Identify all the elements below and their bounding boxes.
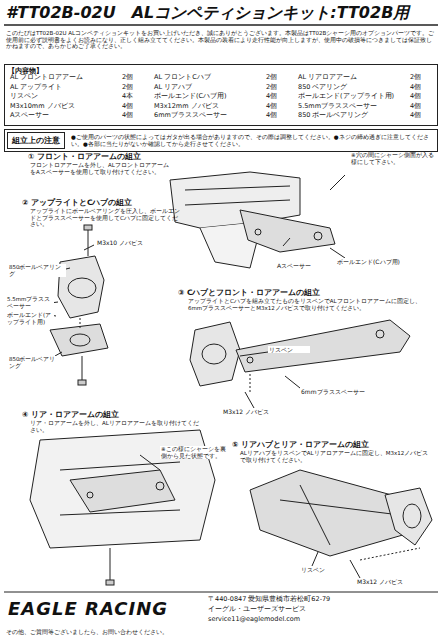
label-text: ※穴の間にシャーシ側面が入る様にして下さい。 xyxy=(350,152,438,165)
caution-box: 組立上の注意●ご使用のパーツの状態によってはガタが出る場合がありますので、その際… xyxy=(4,129,438,152)
table-cell: 4個 xyxy=(410,103,436,111)
label-text: 850ボールベアリング xyxy=(8,356,60,369)
table-cell: 5.5mmブラススペーサー xyxy=(298,103,406,111)
table-cell: 4本 xyxy=(122,93,148,101)
table-cell: M3x12mm ノバビス xyxy=(154,103,262,111)
table-cell: AL アップライト xyxy=(10,84,118,92)
label-text: M3x10 ノバビス xyxy=(96,239,168,246)
box-note: ●ご使用のパーツの状態によってはガタが出る場合がありますので、その際は調整してく… xyxy=(67,133,437,149)
table-cell: 2個 xyxy=(266,84,292,92)
label-text: 〒440-0847 愛知県豊橋市若松町62-79 xyxy=(208,596,438,604)
step-heading: ⑤ リアハブとリア・ロアアームの組立 xyxy=(232,440,432,449)
table-cell: AL フロントロアアーム xyxy=(10,74,118,82)
label-text: イーグル・ユーザーズサービス xyxy=(208,606,438,614)
table-cell: M3x10mm ノバビス xyxy=(10,103,118,111)
table-cell: 4個 xyxy=(122,103,148,111)
label-text: リスペン xyxy=(268,346,310,353)
table-cell: 4個 xyxy=(266,112,292,120)
table-cell: 2個 xyxy=(410,74,436,82)
table-cell: ボールエンド(アップライト用) xyxy=(298,93,406,101)
table-cell: 4個 xyxy=(410,93,436,101)
box-heading: 組立上の注意 xyxy=(7,132,65,149)
label-text: 6mmブラススペーサー xyxy=(300,388,382,395)
label-text: M3x12 ノバビス xyxy=(222,408,294,415)
table-cell: 850 ボールベアリング xyxy=(298,112,406,120)
label-text: 850ボールベアリング xyxy=(8,264,66,277)
table-cell: 850 ベアリング xyxy=(298,84,406,92)
label-text: ボールエンド(アップライト用) xyxy=(6,312,54,325)
label-text: ボールエンド(Cハブ用) xyxy=(336,258,438,265)
table-cell: 4個 xyxy=(122,112,148,120)
step-heading: ② アップライトとCハブの組立 xyxy=(22,198,192,207)
step-heading: ③ Cハブとフロント・ロアアームの組立 xyxy=(178,288,378,297)
step-heading: ④ リア・ロアアームの組立 xyxy=(22,410,192,419)
label-text: ※この様にシャーシを裏側から見た状態です。 xyxy=(160,446,232,459)
table-cell: AL フロントCハブ xyxy=(154,74,262,82)
table-cell: 4個 xyxy=(266,93,292,101)
table-cell: 4個 xyxy=(266,103,292,111)
table-cell: AL リアハブ xyxy=(154,84,262,92)
label-text: このたびはTT02B-02U ALコンペティションキットをお買い上げいただき、誠… xyxy=(6,30,436,50)
label-text: 5.5mmブラススペーサー xyxy=(6,296,54,309)
label-text: フロントロアアームを外し、ALフロントロアアームをAスペーサーを使用して取り付け… xyxy=(30,162,170,175)
label-text: Aスペーサー xyxy=(276,262,338,269)
label-text: リア・ロアアームを外し、ALリアロアアームを取り付けてください。 xyxy=(30,420,200,433)
label-text: アップライトとCハブを組み立てたものをリスペンでALフロントロアアームに固定し、… xyxy=(188,298,428,311)
label-text: リスペン xyxy=(300,566,342,573)
table-cell: 4個 xyxy=(410,112,436,120)
table-cell: ボールエンド(Cハブ用) xyxy=(154,93,262,101)
table-cell: Aスペーサー xyxy=(10,112,118,120)
table-cell: AL リアロアアーム xyxy=(298,74,406,82)
label-text: ALリアハブをリスペンでALリアロアアームに固定し、M3x12ノバビスで取り付け… xyxy=(240,450,430,463)
table-cell: リスペン xyxy=(10,93,118,101)
brand-logo: EAGLE RACING xyxy=(8,598,198,620)
sheet-title: #TT02B-02U ALコンペティションキット:TT02B用 xyxy=(6,3,438,24)
table-cell: 2個 xyxy=(266,74,292,82)
table-cell: 6mmブラススペーサー xyxy=(154,112,262,120)
table-cell: 2個 xyxy=(122,74,148,82)
step-heading: ① フロント・ロアアームの組立 xyxy=(28,152,198,161)
table-cell: 4個 xyxy=(410,84,436,92)
label-text: アップライトにボールベアリングを圧入し、ボールエンドとブラススペーサーを使用して… xyxy=(30,208,180,228)
table-cell: 2個 xyxy=(122,84,148,92)
label-text: M3x12 ノバビス xyxy=(356,578,428,585)
label-text: その他、ご質問等ございましたら、お問い合わせください。 xyxy=(6,628,306,635)
label-text: service11@eaglemodel.com xyxy=(208,616,438,624)
